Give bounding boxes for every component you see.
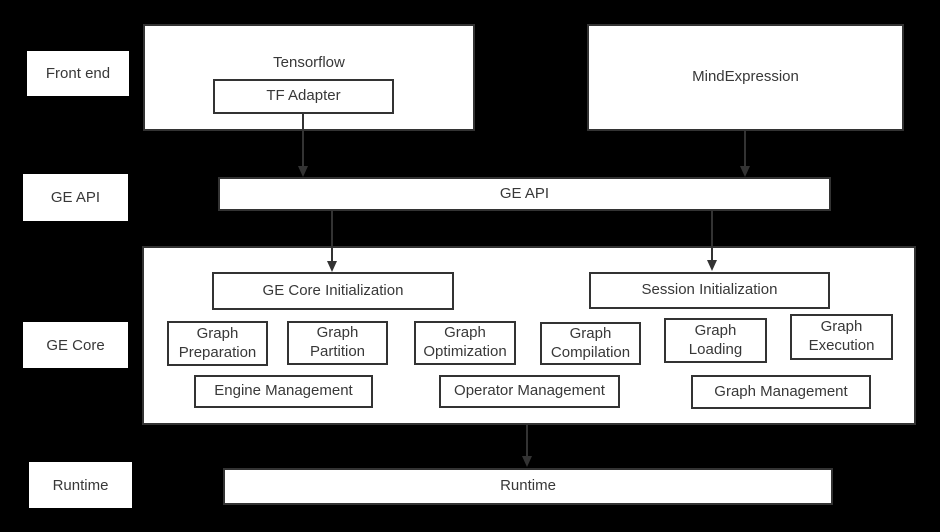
- runtime-label: Runtime: [500, 477, 556, 495]
- arrow-tf-adapter-to-ge-api: [302, 114, 304, 166]
- operator-management-label: Operator Management: [454, 382, 605, 400]
- runtime-box: Runtime: [223, 468, 833, 505]
- graph-loading-box: Graph Loading: [664, 318, 767, 363]
- row-label-ge-api: GE API: [23, 174, 128, 221]
- graph-optimization-box: Graph Optimization: [414, 321, 516, 365]
- graph-preparation-box: Graph Preparation: [167, 321, 268, 366]
- session-initialization-box: Session Initialization: [589, 272, 830, 309]
- graph-management-box: Graph Management: [691, 375, 871, 409]
- session-initialization-label: Session Initialization: [641, 281, 778, 299]
- mindexpression-label: MindExpression: [692, 68, 799, 86]
- graph-compilation-label: Graph Compilation: [550, 324, 631, 361]
- row-label-runtime: Runtime: [29, 462, 132, 508]
- tensorflow-box: [143, 24, 475, 131]
- ge-api-box: GE API: [218, 177, 831, 211]
- graph-preparation-label: Graph Preparation: [178, 324, 257, 361]
- engine-management-label: Engine Management: [214, 382, 353, 400]
- arrow-ge-core-to-runtime: [526, 425, 528, 456]
- graph-partition-label: Graph Partition: [309, 324, 366, 360]
- tf-adapter-box: TF Adapter: [213, 79, 394, 114]
- engine-management-box: Engine Management: [194, 375, 373, 408]
- operator-management-box: Operator Management: [439, 375, 620, 408]
- graph-execution-label: Graph Execution: [808, 318, 875, 354]
- graph-partition-box: Graph Partition: [287, 321, 388, 365]
- ge-core-initialization-label: GE Core Initialization: [262, 281, 404, 299]
- mindexpression-box: MindExpression: [587, 24, 904, 131]
- graph-optimization-label: Graph Optimization: [423, 324, 507, 360]
- tf-adapter-label: TF Adapter: [266, 87, 341, 105]
- ge-core-initialization-box: GE Core Initialization: [212, 272, 454, 310]
- row-label-front-end: Front end: [27, 51, 129, 96]
- arrow-mindexpression-to-ge-api: [744, 131, 746, 166]
- row-label-ge-core: GE Core: [23, 322, 128, 368]
- ge-api-label: GE API: [499, 184, 550, 202]
- graph-management-label: Graph Management: [714, 382, 848, 400]
- graph-loading-label: Graph Loading: [688, 321, 743, 358]
- tensorflow-label: Tensorflow: [273, 54, 345, 71]
- arrow-ge-api-to-session-initialization: [711, 211, 713, 260]
- graph-compilation-box: Graph Compilation: [540, 322, 641, 365]
- arrow-ge-api-to-ge-core-initialization: [331, 211, 333, 261]
- graph-execution-box: Graph Execution: [790, 314, 893, 360]
